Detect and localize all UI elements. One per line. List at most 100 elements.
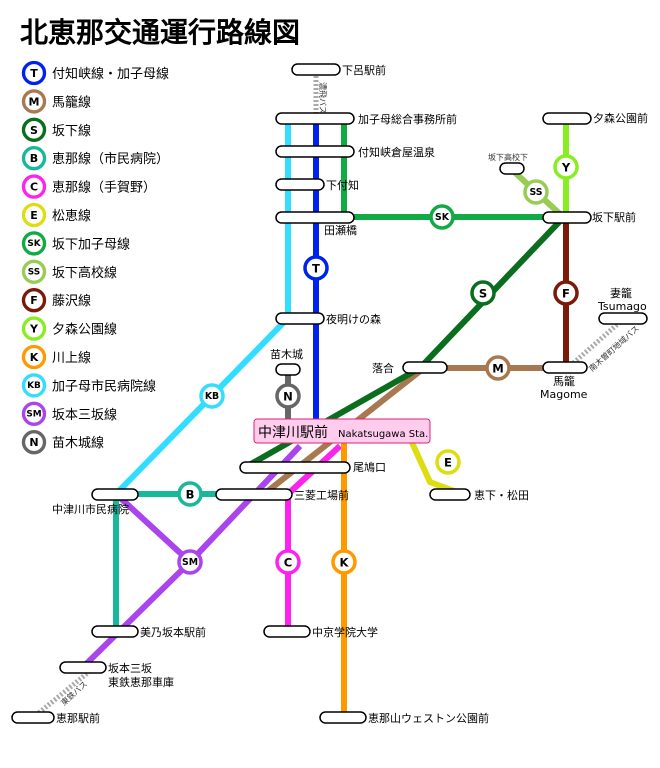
legend-badge-y-code: Y [29,323,39,336]
label-gero: 下呂駅前 [342,63,386,77]
label-kashimo-office: 加子母総合事務所前 [358,112,457,126]
stop-sakashita-hs [499,162,525,175]
label-sakashita-hs: 坂下高校下 [488,152,528,162]
stop-keige [429,488,471,501]
map-badge-sk: SK [429,204,455,230]
map-badge-kb: KB [199,383,225,409]
map-badge-t-code: T [312,262,320,276]
stop-chukyo [263,625,311,638]
label-mitsubishi: 三菱工場前 [294,488,349,502]
legend-label-s: 坂下線 [52,123,91,139]
stop-hospital [91,488,139,501]
legend-badge-ss-code: SS [28,267,40,277]
legend-badge-f: F [21,288,47,313]
stop-naegi [275,363,301,376]
station-labels: 下呂駅前 加子母総合事務所前 付知峡倉屋温泉 下付知 田瀬橋 夜明けの森 苗木城… [52,63,648,725]
legend-label-f: 藤沢線 [52,293,91,309]
legend-label-t: 付知峡線・加子母線 [52,66,169,82]
label-tsumago-en: Tsumago [597,300,647,313]
label-sakamoto-misaka-1: 坂本三坂 [108,661,152,675]
legend-badge-c-code: C [30,181,38,194]
map-badge-ss: SS [523,179,549,205]
legend-badge-f-code: F [30,294,38,307]
map-badge-c: C [275,549,301,575]
map-badge-e: E [435,449,461,475]
legend-badge-s-code: S [30,124,38,137]
label-keige: 恵下・松田 [474,488,529,502]
map-badge-n-code: N [283,390,293,404]
label-yumori: 夕森公園前 [593,111,648,125]
stop-ochiai [402,361,448,374]
map-badge-b-code: B [186,488,195,502]
map-badge-e-code: E [444,456,452,470]
label-magome-ja: 馬籠 [553,374,575,388]
stop-gero [291,63,341,76]
label-naegi: 苗木城 [270,348,303,361]
line-SM-tail [77,559,193,673]
map-badge-m: M [485,355,511,381]
map-badge-b: B [177,481,203,507]
legend-label-c: 恵那線（手賀野） [52,180,156,196]
label-ena-park: 恵那山ウェストン公園前 [368,711,489,725]
legend-label-e: 松恵線 [52,208,91,224]
map-badge-s-code: S [479,287,487,301]
map-badge-k: K [331,549,357,575]
legend-badge-c: C [21,174,47,199]
stop-magome [542,361,588,374]
map-badge-c-code: C [284,556,292,570]
label-yoake: 夜明けの森 [326,312,381,326]
bus-link-tsumago [568,320,622,368]
legend-badge-n-code: N [29,436,38,449]
legend-badge-sk-code: SK [27,239,41,249]
label-chukyo: 中京学院大学 [312,625,378,639]
legend-badge-kb: KB [21,373,47,398]
legend-badge-sm-code: SM [26,409,41,419]
legend-badge-s: S [21,117,47,142]
stop-mino-sakamoto [91,625,139,638]
legend-badge-ss: SS [21,259,47,284]
legend-badge-k: K [21,344,47,370]
legend-badge-b-code: B [30,152,38,165]
legend-label-sm: 坂本三坂線 [52,407,117,423]
stop-sakashita-st [542,211,592,224]
bus-link-ena [33,669,92,718]
label-tsumago-ja: 妻籠 [610,286,632,300]
label-obokuchi: 尾鳩口 [353,460,386,474]
legend-badge-k-code: K [30,351,39,364]
label-sakashita-st: 坂下駅前 [592,210,636,224]
label-mino-sakamoto: 美乃坂本駅前 [140,625,206,639]
legend-badge-e: E [21,202,47,228]
stop-sakamoto-misaka [59,661,107,674]
legend-label-k: 川上線 [52,350,91,366]
legend-badge-m: M [21,89,47,114]
map-title: 北恵那交通運行路線図 [20,16,300,49]
stop-tasebashi [275,211,355,224]
hub-nakatsugawa: 中津川駅前 Nakatsugawa Sta. [253,418,431,444]
legend-badge-y: Y [21,316,47,341]
legend-badge-e-code: E [30,209,38,222]
legend-badge-sk: SK [21,231,47,256]
label-sakamoto-misaka-2: 東鉄恵那車庫 [108,675,174,689]
legend-label-sk: 坂下加子母線 [52,236,130,252]
label-shimotsukechi: 下付知 [326,178,359,192]
stop-kashimo-office [275,112,355,125]
stop-yoake [275,312,325,325]
label-tsukechi-onsen: 付知峡倉屋温泉 [358,145,435,159]
stop-yumori [542,112,592,125]
legend-label-m: 馬籠線 [52,94,91,110]
legend-badge-m-code: M [29,95,40,108]
label-ochiai: 落合 [372,361,394,375]
bus-label-ntk: 南木曽町地域バス [587,323,641,373]
map-badge-sm: SM [177,549,203,575]
map-badge-sm-code: SM [182,557,198,568]
map-badge-y: Y [553,154,579,180]
map-badge-n: N [275,383,301,409]
legend-label-b: 恵那線（市民病院） [52,151,169,167]
map-badge-s: S [470,280,496,306]
legend-badge-kb-code: KB [27,381,41,391]
map-badge-ss-code: SS [529,187,542,198]
map-badge-kb-code: KB [205,391,219,402]
legend-label-ss: 坂下高校線 [52,265,117,281]
